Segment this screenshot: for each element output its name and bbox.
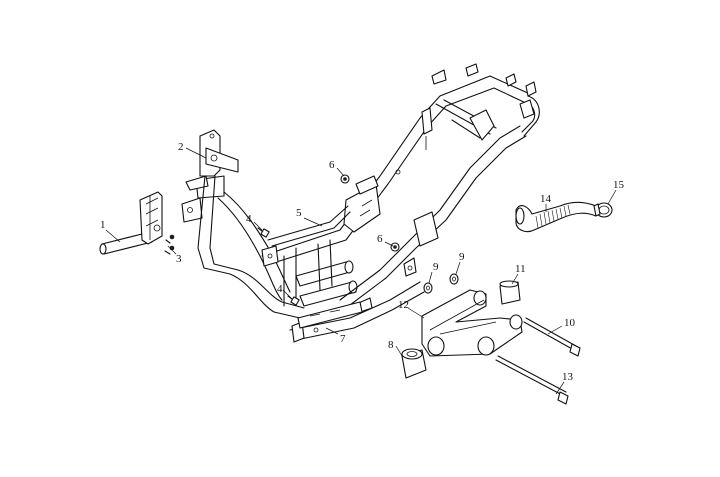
callout-9-left: 9 xyxy=(433,261,439,273)
callout-13: 13 xyxy=(562,371,574,383)
part-7-bottom-plate xyxy=(297,301,363,329)
part-4-bolts xyxy=(257,227,300,306)
callout-9-right: 9 xyxy=(459,251,465,263)
part-9-washers xyxy=(423,273,459,294)
callout-6-upper: 6 xyxy=(329,159,335,171)
callout-4-upper: 4 xyxy=(246,213,252,225)
part-13-long-bolt xyxy=(495,355,569,405)
callout-12: 12 xyxy=(398,299,409,311)
part-1-foot-bracket xyxy=(99,191,163,255)
part-2-head-tube xyxy=(181,129,239,223)
part-main-frame xyxy=(197,63,540,343)
callout-8: 8 xyxy=(388,339,394,351)
part-11-sleeve xyxy=(499,280,521,305)
callout-6-lower: 6 xyxy=(377,233,383,245)
part-3-screws xyxy=(164,234,175,255)
callout-2: 2 xyxy=(178,141,184,153)
leader-lines xyxy=(105,147,617,395)
part-14-hose xyxy=(515,201,597,233)
callout-1: 1 xyxy=(100,219,106,231)
part-6-nuts xyxy=(340,174,400,252)
part-15-clamp xyxy=(593,202,613,218)
callout-11: 11 xyxy=(515,263,526,275)
part-8-bushing xyxy=(401,348,427,379)
callout-5: 5 xyxy=(296,207,302,219)
callout-7: 7 xyxy=(340,333,346,345)
callout-15: 15 xyxy=(613,179,625,191)
callout-labels: 1 2 3 4 4 5 6 6 7 8 9 9 10 11 12 13 14 1… xyxy=(100,141,625,383)
part-12-engine-hanger xyxy=(421,289,523,357)
callout-3: 3 xyxy=(176,253,182,265)
callout-4-lower: 4 xyxy=(277,283,283,295)
callout-14: 14 xyxy=(540,193,552,205)
part-5-cross-tube xyxy=(267,205,351,247)
callout-10: 10 xyxy=(564,317,576,329)
part-10-long-bolt xyxy=(523,317,581,357)
